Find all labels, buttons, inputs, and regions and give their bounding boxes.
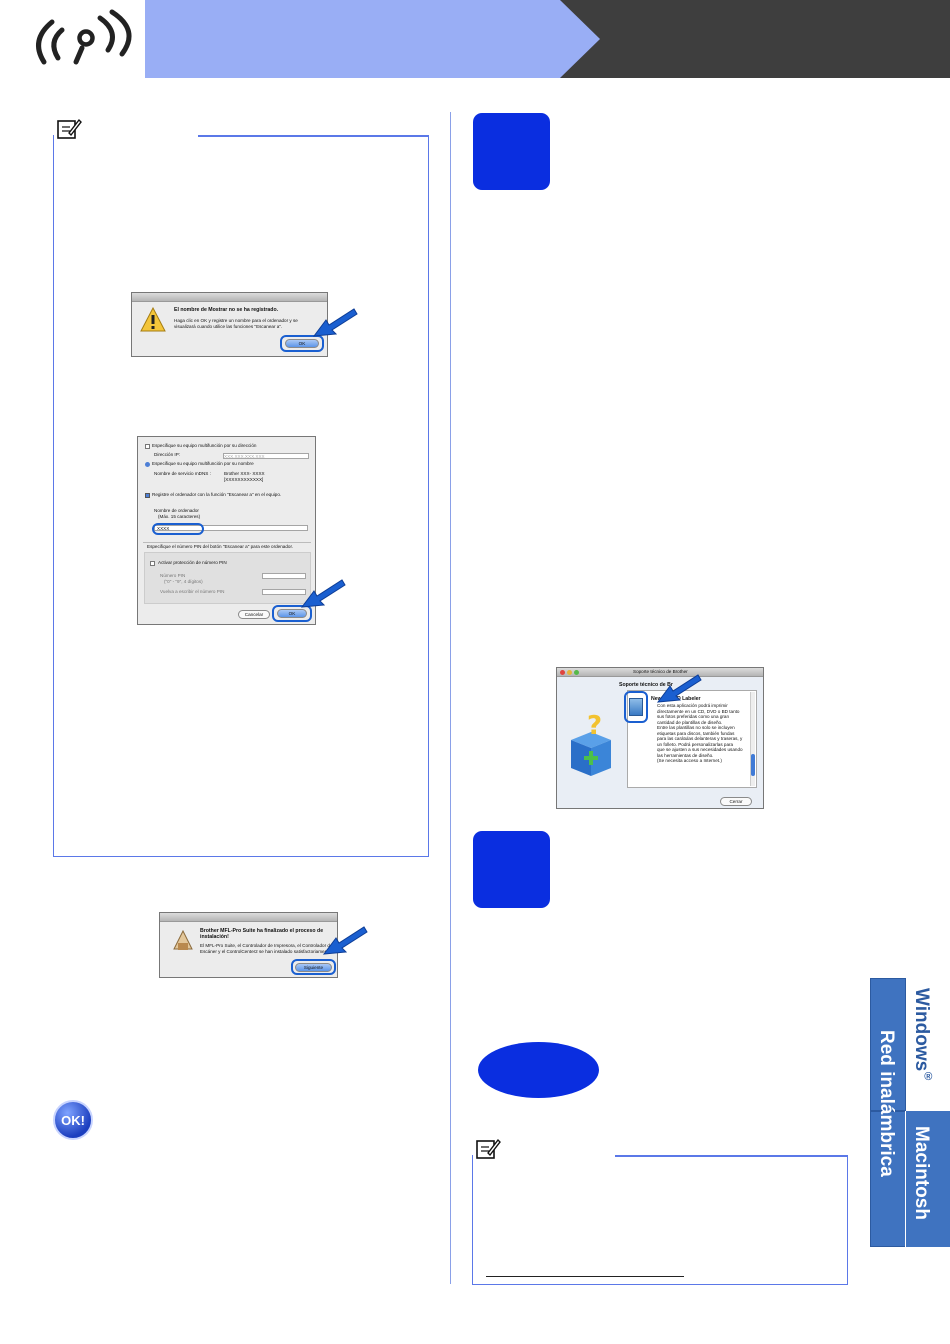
pin-hint: ("0" - "9", 4 dígitos) <box>164 579 203 584</box>
ok-highlight <box>272 605 312 622</box>
mdns-label: Nombre de servicio mDNS : <box>154 471 211 476</box>
pin-input[interactable] <box>262 573 306 579</box>
column-divider <box>450 112 451 1284</box>
mdns-value: Brother XXX- XXXX <box>224 471 265 476</box>
dialog-title: El nombre de Mostrar no se ha registrado… <box>174 307 279 313</box>
dialog-support-screenshot: Soporte técnico de Brother Soporte técni… <box>556 667 764 809</box>
step-box <box>473 831 550 908</box>
pointer-arrow-icon <box>656 674 702 703</box>
scrollbar[interactable] <box>750 692 755 786</box>
dialog-body-line: visualizará cuando utilice las funciones… <box>174 324 283 329</box>
ok-highlight <box>280 335 324 352</box>
svg-text:?: ? <box>587 711 602 741</box>
note-box-top-rule <box>198 135 429 137</box>
ok-badge: OK! <box>53 1100 93 1140</box>
computer-name-hint: (Máx. 15 caracteres) <box>158 514 201 519</box>
windows-label: Windows® <box>911 988 935 1084</box>
installer-icon <box>173 929 193 950</box>
pin-activate-label: Activar protección de número PIN <box>158 560 227 565</box>
wireless-icon <box>36 9 132 65</box>
dialog-title: instalación! <box>200 934 229 940</box>
option-ip-label: Especifique su equipo multifunción por s… <box>152 443 257 448</box>
support-box-icon: ? <box>571 711 611 776</box>
pin-section-label: Especifique el número PIN del botón "Esc… <box>147 544 294 549</box>
ok-button[interactable]: OK <box>277 609 307 618</box>
header-left <box>0 0 145 78</box>
cd-labeler-icon[interactable] <box>629 698 643 716</box>
radio-selected[interactable] <box>145 462 150 467</box>
panel-title: Soporte técnico de Br <box>619 682 673 688</box>
header-band <box>145 0 600 78</box>
note-pencil-icon <box>476 1138 501 1159</box>
next-button[interactable]: Siguiente <box>295 963 332 972</box>
dialog-title: Brother MFL-Pro Suite ha finalizado el p… <box>200 928 324 934</box>
option-name-label: Especifique su equipo multifunción por s… <box>152 461 254 466</box>
window-title: Soporte técnico de Brother <box>633 669 688 674</box>
computer-name-label: Nombre de ordenador <box>154 508 199 513</box>
ok-button[interactable]: OK <box>285 339 319 348</box>
header-dark-band <box>560 0 950 78</box>
app-description: Con esta aplicación podrá imprimir direc… <box>657 703 743 763</box>
wireless-network-label: Red inalámbrica <box>876 1030 897 1177</box>
register-label: Registre el ordenador con la función "Es… <box>152 492 282 497</box>
mdns-value: [XXXXXXXXXXXX] <box>224 477 264 482</box>
next-highlight <box>291 959 336 975</box>
ip-label: Dirección IP: <box>154 452 181 457</box>
finish-oval <box>478 1042 599 1098</box>
ip-input[interactable]: XXX.XXX.XXX.XXX <box>223 453 309 459</box>
pin-number-label: Número PIN <box>160 573 186 578</box>
close-button[interactable]: Cerrar <box>720 797 752 806</box>
dialog-body-line: Haga clic en OK y registre un nombre par… <box>174 318 298 323</box>
pin-repeat-input[interactable] <box>262 589 306 595</box>
macintosh-label: Macintosh <box>911 1126 932 1220</box>
note-box-top-rule <box>615 1155 848 1157</box>
dialog-body-line: Escáner y el ControlCenter2 se han insta… <box>200 949 333 954</box>
note-box <box>53 135 429 857</box>
computer-name-value: XXXX <box>152 523 204 535</box>
note-pencil-icon <box>57 118 82 139</box>
app-icon-highlight <box>624 691 648 723</box>
warning-icon <box>140 307 166 332</box>
note-box <box>472 1155 848 1285</box>
pointer-arrow-icon <box>322 926 368 955</box>
side-tab-windows-active <box>905 978 950 1111</box>
pointer-arrow-icon <box>300 579 346 608</box>
dialog-mostrar-screenshot: El nombre de Mostrar no se ha registrado… <box>131 292 328 357</box>
dialog-scanner-screenshot: Especifique su equipo multifunción por s… <box>137 436 316 625</box>
note-footnote-rule <box>486 1276 684 1277</box>
cancel-button[interactable]: Cancelar <box>238 610 270 619</box>
pin-repeat-label: Vuelva a escribir el número PIN <box>160 589 225 594</box>
pointer-arrow-icon <box>312 308 358 337</box>
dialog-body-line: El MFL-Pro Suite, el Controlador de Impr… <box>200 943 333 948</box>
header-chevron <box>560 0 600 78</box>
side-tab-macintosh-active <box>905 1111 950 1247</box>
checkbox[interactable] <box>145 444 150 449</box>
checkbox-checked[interactable] <box>145 493 150 498</box>
step-box <box>473 113 550 190</box>
checkbox[interactable] <box>150 561 155 566</box>
dialog-finished-screenshot: Brother MFL-Pro Suite ha finalizado el p… <box>159 912 338 978</box>
